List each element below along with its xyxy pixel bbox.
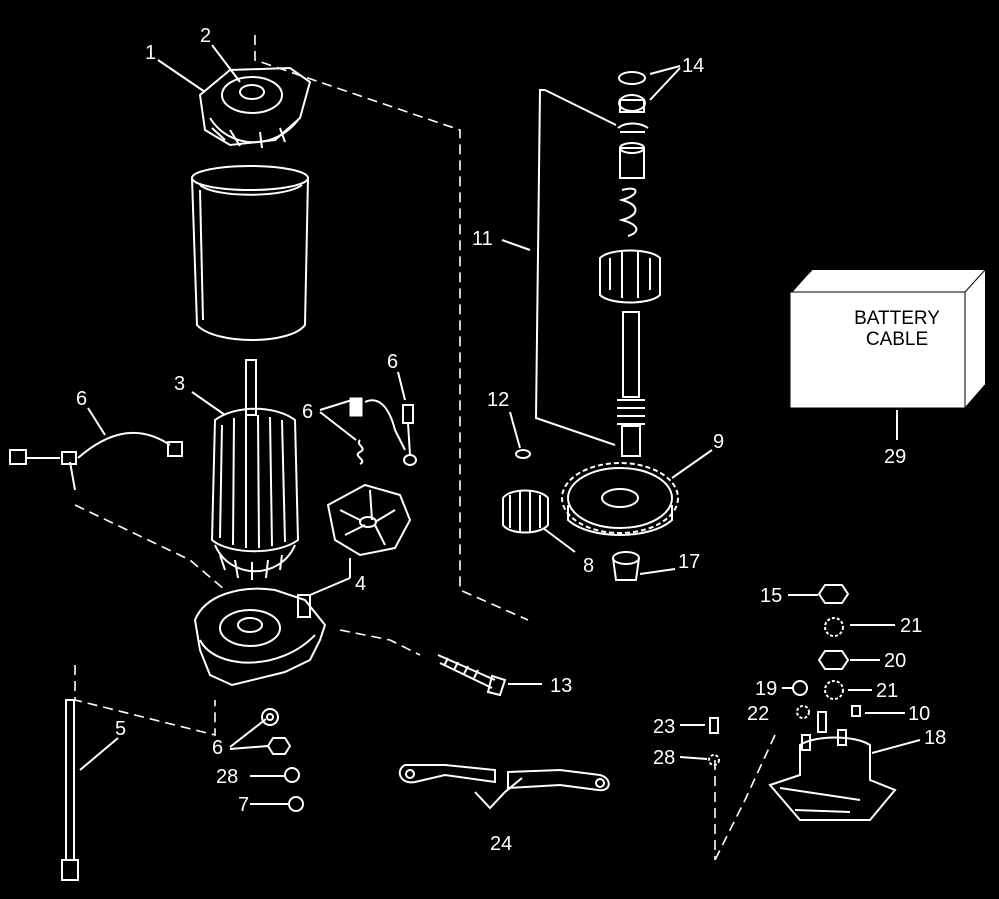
assembly-dashed-lines	[74, 35, 776, 861]
label-part-15: 15	[760, 585, 782, 607]
label-part-28-left: 28	[216, 766, 238, 788]
label-part-14: 14	[682, 55, 704, 77]
box-label-line2: CABLE	[866, 329, 928, 350]
label-part-21-top: 21	[900, 615, 922, 637]
label-part-8: 8	[583, 555, 594, 577]
label-part-6-screw: 6	[387, 351, 398, 373]
label-part-5: 5	[115, 718, 126, 740]
solenoid-hardware	[708, 584, 861, 766]
lead-wire-part	[9, 432, 183, 491]
label-part-18: 18	[924, 727, 946, 749]
label-part-22: 22	[747, 703, 769, 725]
label-part-19: 19	[755, 678, 777, 700]
strap-24-part	[398, 764, 610, 792]
label-part-24: 24	[490, 833, 512, 855]
motor-housing	[191, 165, 309, 341]
label-part-6-wire: 6	[76, 388, 87, 410]
label-part-9: 9	[713, 431, 724, 453]
label-part-11: 11	[472, 228, 493, 250]
through-bolt-part	[61, 699, 79, 881]
label-part-4: 4	[355, 573, 366, 595]
washer-12-part	[515, 449, 531, 459]
battery-cable-box: BATTERY CABLE	[789, 269, 986, 409]
label-part-6-washer: 6	[212, 737, 223, 759]
brush-holder-part	[326, 483, 412, 557]
label-part-6-brush: 6	[302, 401, 313, 423]
armature-part	[210, 359, 300, 580]
drive-shaft-part	[599, 71, 661, 457]
pinion-8-part	[502, 489, 549, 534]
brush-spring-part	[349, 397, 417, 466]
gear-9-part	[561, 462, 679, 536]
label-part-3: 3	[174, 373, 185, 395]
label-part-10: 10	[908, 703, 930, 725]
label-part-17: 17	[678, 551, 700, 573]
label-part-1: 1	[145, 42, 156, 64]
label-part-7: 7	[238, 794, 249, 816]
solenoid-18-part	[768, 711, 897, 821]
label-part-13: 13	[550, 675, 572, 697]
box-label-line1: BATTERY	[854, 308, 940, 329]
label-part-21-bottom: 21	[876, 680, 898, 702]
bushing-17-part	[612, 551, 640, 581]
part-labels: 1 2 3 4 5 6 6 6 6 7 8 9 10 11 12 13 14 1…	[76, 25, 946, 855]
leader-lines	[79, 44, 921, 810]
label-part-20: 20	[884, 650, 906, 672]
label-part-28-right: 28	[653, 747, 675, 769]
bolt-13-part	[437, 654, 507, 697]
end-cap-part	[198, 66, 312, 149]
label-part-2: 2	[200, 25, 211, 47]
label-part-29: 29	[884, 446, 906, 468]
label-part-12: 12	[487, 389, 509, 411]
label-part-23: 23	[653, 716, 675, 738]
lower-end-cap	[193, 587, 327, 687]
